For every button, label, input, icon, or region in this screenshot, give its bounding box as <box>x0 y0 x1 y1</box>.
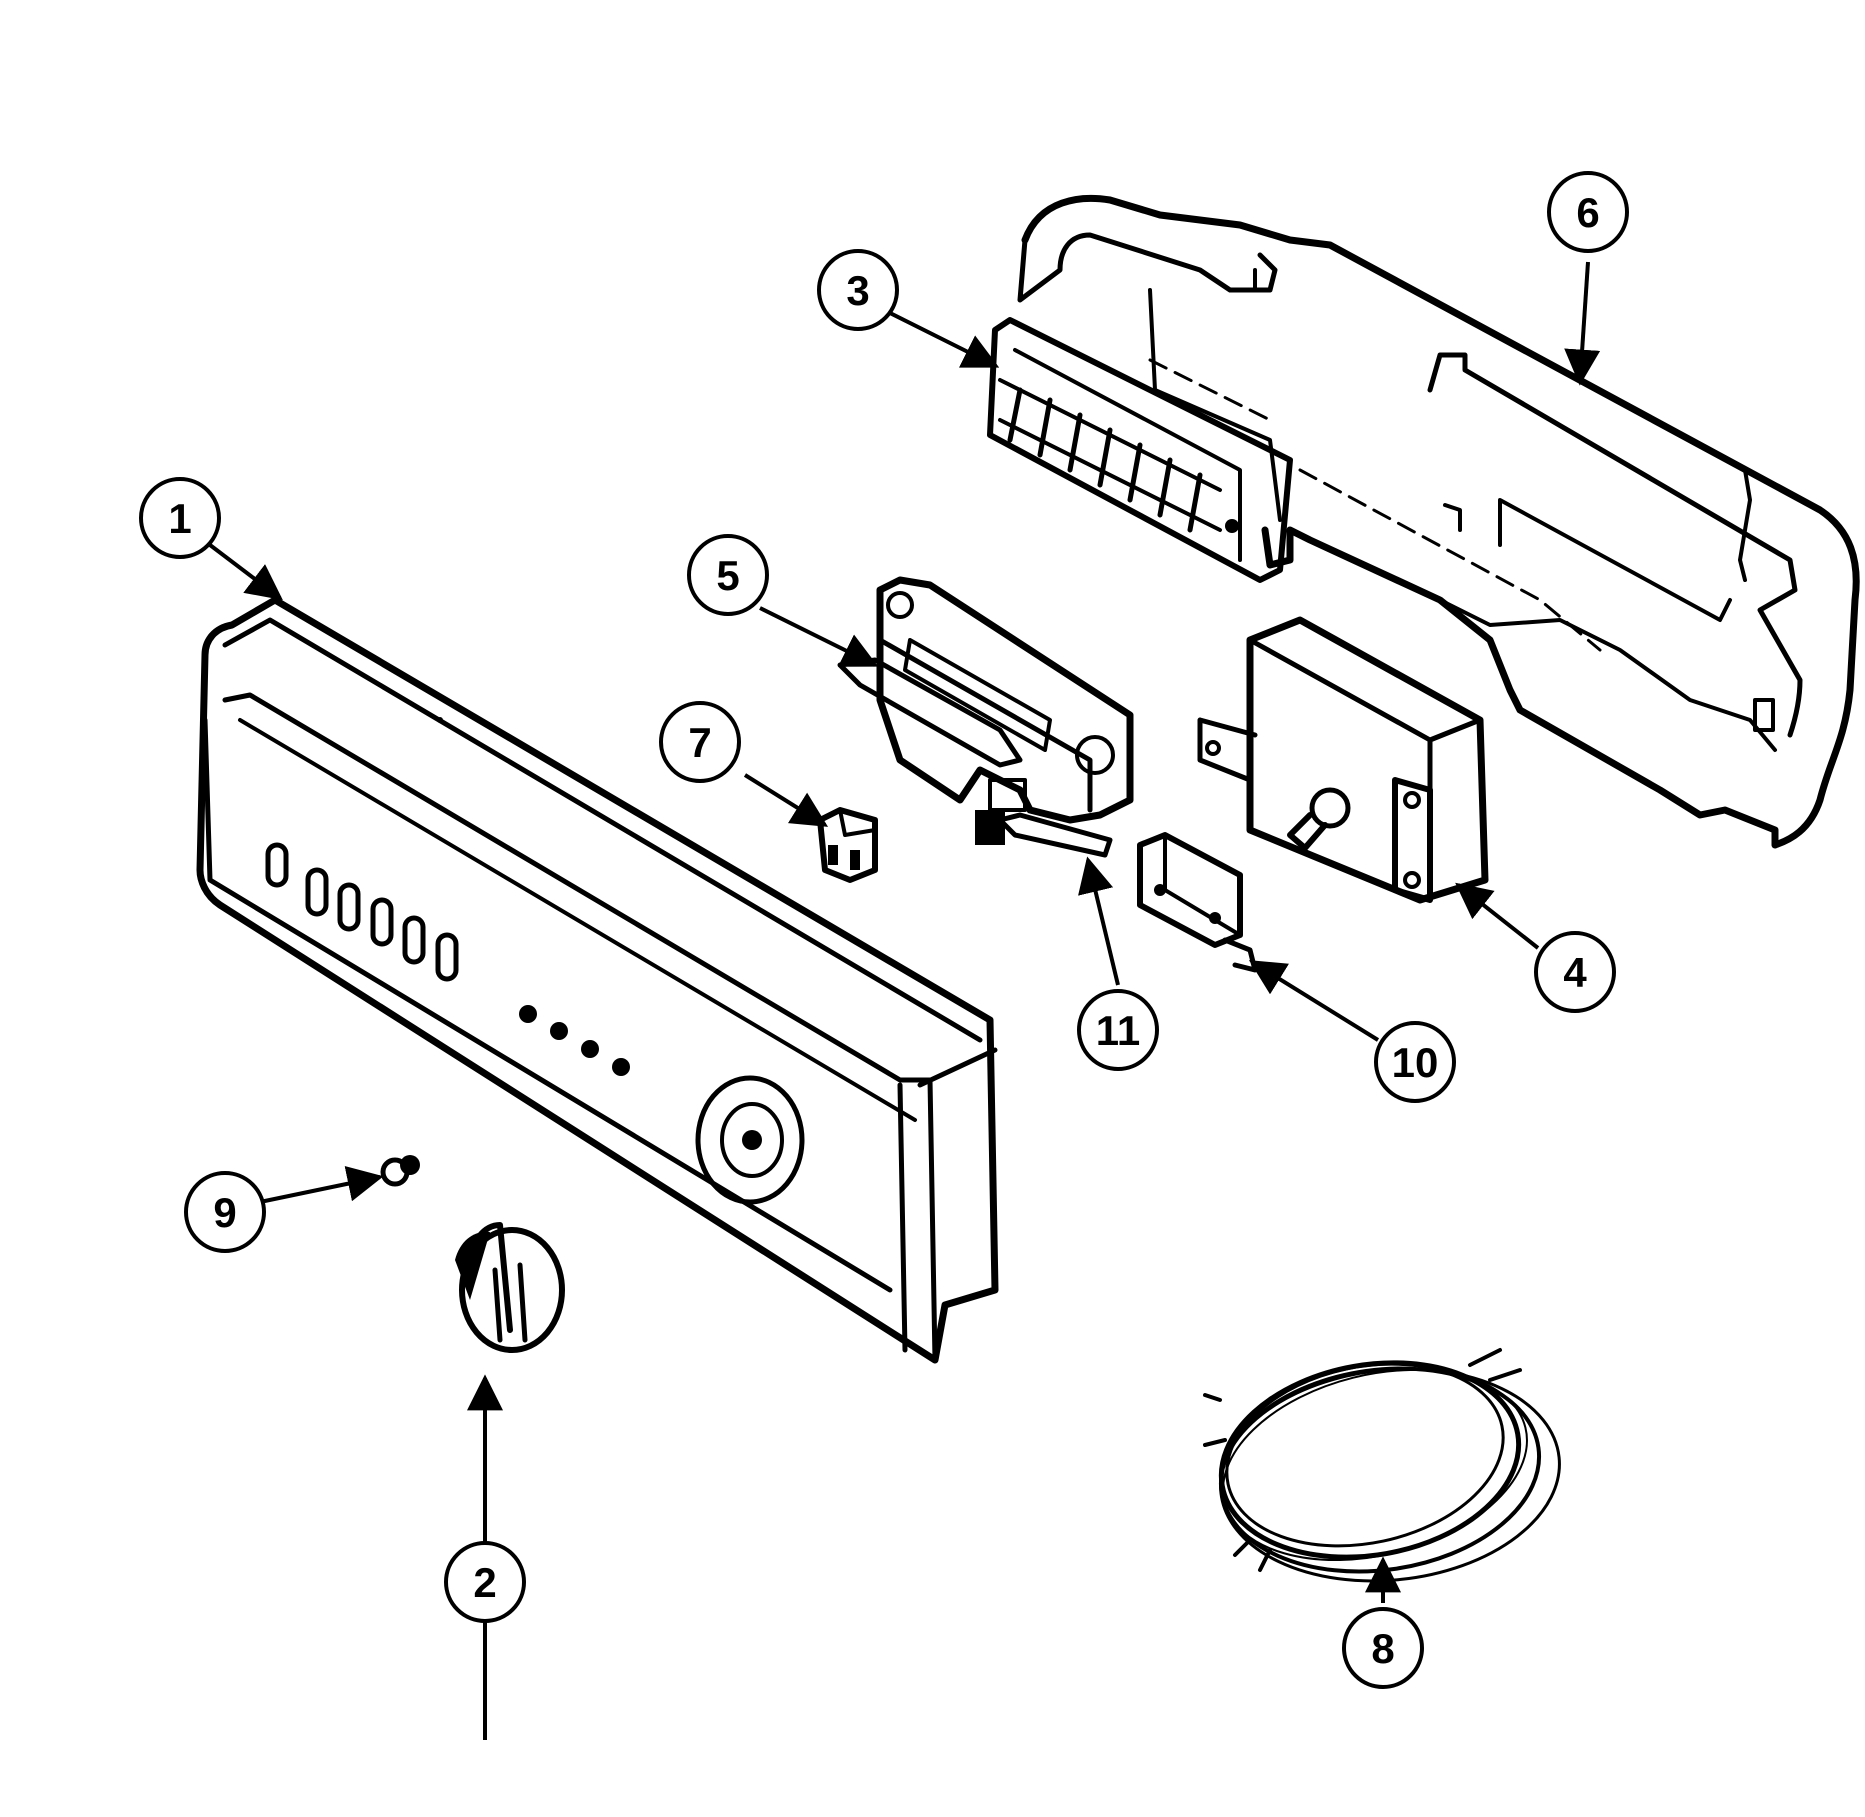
part-5-latch-bracket <box>837 576 1134 858</box>
callout-2: 2 <box>444 1541 526 1623</box>
svg-text:2: 2 <box>473 1559 496 1606</box>
callout-leaders <box>208 261 1601 1740</box>
svg-text:1: 1 <box>168 495 191 542</box>
svg-text:8: 8 <box>1371 1625 1394 1672</box>
callout-3: 3 <box>817 249 899 331</box>
callout-4: 4 <box>1534 931 1616 1013</box>
svg-text:11: 11 <box>1096 1007 1140 1054</box>
part-3-switch-block <box>987 317 1293 583</box>
callout-7: 7 <box>659 701 741 783</box>
svg-text:7: 7 <box>688 719 711 766</box>
callout-6: 6 <box>1547 171 1629 253</box>
callout-8: 8 <box>1342 1607 1424 1689</box>
part-9-plug <box>380 1155 420 1187</box>
callout-9: 9 <box>184 1171 266 1253</box>
svg-text:5: 5 <box>716 552 739 599</box>
part-4-timer <box>1197 616 1489 904</box>
part-2-knob <box>455 1222 565 1353</box>
svg-text:3: 3 <box>846 267 869 314</box>
svg-text:6: 6 <box>1576 189 1599 236</box>
svg-text:10: 10 <box>1392 1039 1439 1086</box>
callout-5: 5 <box>687 534 769 616</box>
svg-text:4: 4 <box>1563 949 1587 996</box>
part-11-plate <box>997 812 1113 858</box>
callout-1: 1 <box>139 477 221 559</box>
panel-button-slots <box>265 842 459 982</box>
callout-11: 11 <box>1077 989 1159 1071</box>
svg-text:9: 9 <box>213 1189 236 1236</box>
part-8-wire-harness <box>1203 1348 1561 1583</box>
part-10-micro-switch <box>1137 832 1258 973</box>
part-7-clip <box>817 807 878 883</box>
part-6-console-housing <box>1017 194 1860 849</box>
callout-10: 10 <box>1374 1021 1456 1103</box>
part-1-control-panel <box>196 596 999 1364</box>
